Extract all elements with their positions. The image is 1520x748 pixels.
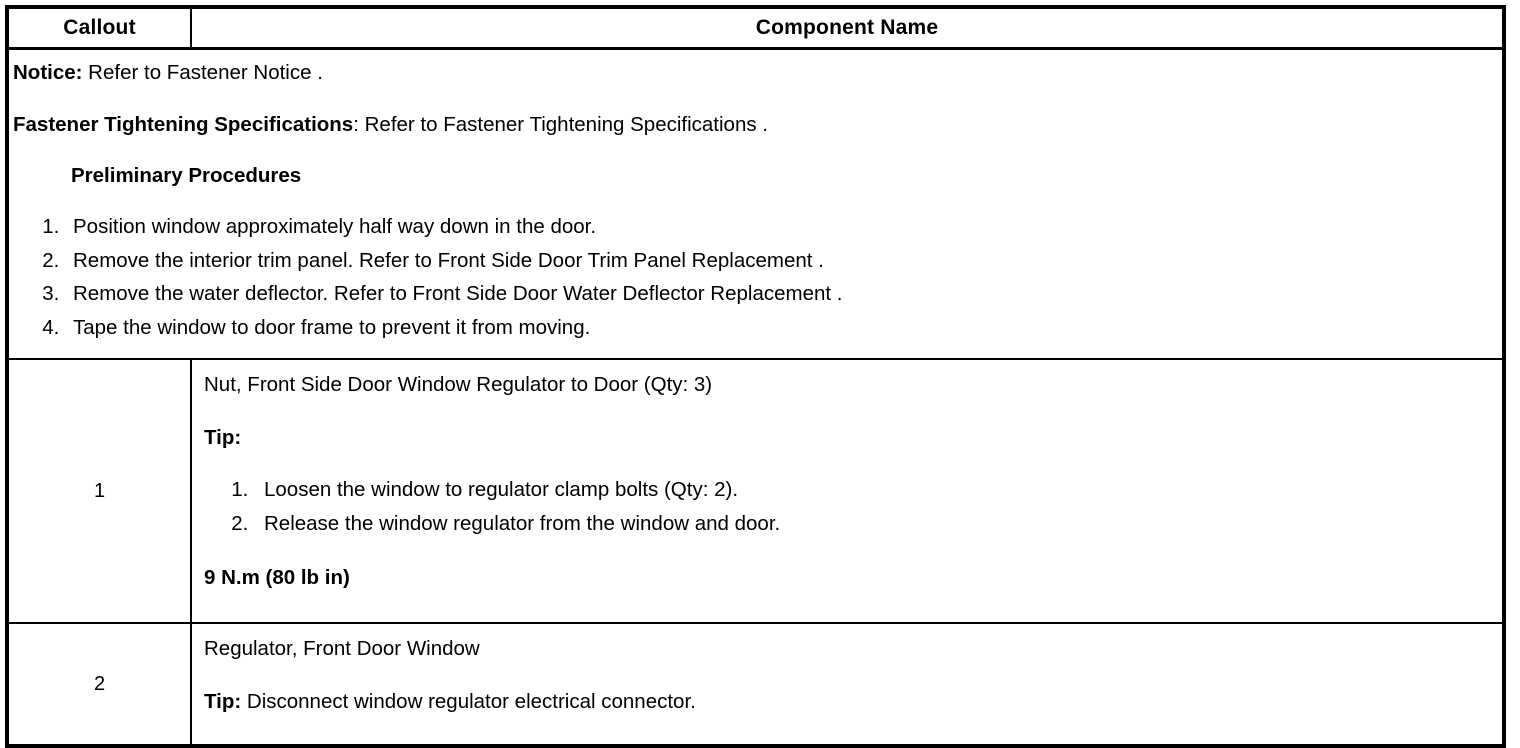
tip-paragraph-2: Tip: Disconnect window regulator electri… <box>204 689 1494 716</box>
fastener-spec-text: : Refer to Fastener Tightening Specifica… <box>353 113 768 137</box>
preliminary-procedures-heading: Preliminary Procedures <box>71 164 302 188</box>
column-header-callout: Callout <box>6 6 192 50</box>
component-name-2: Regulator, Front Door Window <box>204 637 480 661</box>
component-cell-1: Nut, Front Side Door Window Regulator to… <box>190 358 1505 625</box>
preliminary-procedures-list: Position window approximately half way d… <box>13 210 1494 344</box>
table-header: Callout Component Name <box>6 6 1505 50</box>
component-name-1: Nut, Front Side Door Window Regulator to… <box>204 373 713 397</box>
notice-text: Refer to Fastener Notice . <box>82 61 323 84</box>
tip-steps-list-1: Loosen the window to regulator clamp bol… <box>204 473 1494 539</box>
service-procedure-page: Callout Component Name Notice: Refer to … <box>0 0 1520 698</box>
list-item: Remove the interior trim panel. Refer to… <box>65 244 1494 277</box>
table-row: 1 Nut, Front Side Door Window Regulator … <box>6 358 1505 625</box>
notice-label: Notice: <box>13 61 83 84</box>
tip-text-2: Disconnect window regulator electrical c… <box>241 689 696 713</box>
component-callout-table: Callout Component Name Notice: Refer to … <box>5 5 1506 748</box>
list-item: Position window approximately half way d… <box>65 210 1494 243</box>
callout-number-1: 1 <box>6 358 192 625</box>
fastener-tightening-paragraph: Fastener Tightening Specifications: Refe… <box>13 112 1494 138</box>
component-cell-2: Regulator, Front Door Window Tip: Discon… <box>190 622 1505 748</box>
list-item: Remove the water deflector. Refer to Fro… <box>65 277 1494 310</box>
tip-label-1: Tip: <box>204 425 242 449</box>
list-item: Release the window regulator from the wi… <box>254 507 1494 540</box>
fastener-spec-label: Fastener Tightening Specifications <box>13 113 354 137</box>
torque-specification-1: 9 N.m (80 lb in) <box>204 565 350 589</box>
list-item: Loosen the window to regulator clamp bol… <box>254 473 1494 506</box>
column-header-component-name: Component Name <box>190 6 1505 50</box>
notice-row: Notice: Refer to Fastener Notice . Faste… <box>6 47 1505 361</box>
list-item: Tape the window to door frame to prevent… <box>65 311 1494 344</box>
header-row: Callout Component Name <box>6 6 1505 50</box>
tip-label-2: Tip: <box>204 689 242 713</box>
notice-cell: Notice: Refer to Fastener Notice . Faste… <box>6 47 1505 361</box>
table-row: 2 Regulator, Front Door Window Tip: Disc… <box>6 622 1505 748</box>
table-body: Notice: Refer to Fastener Notice . Faste… <box>6 47 1505 748</box>
callout-number-2: 2 <box>6 622 192 748</box>
fastener-notice-paragraph: Notice: Refer to Fastener Notice . <box>13 60 1494 86</box>
